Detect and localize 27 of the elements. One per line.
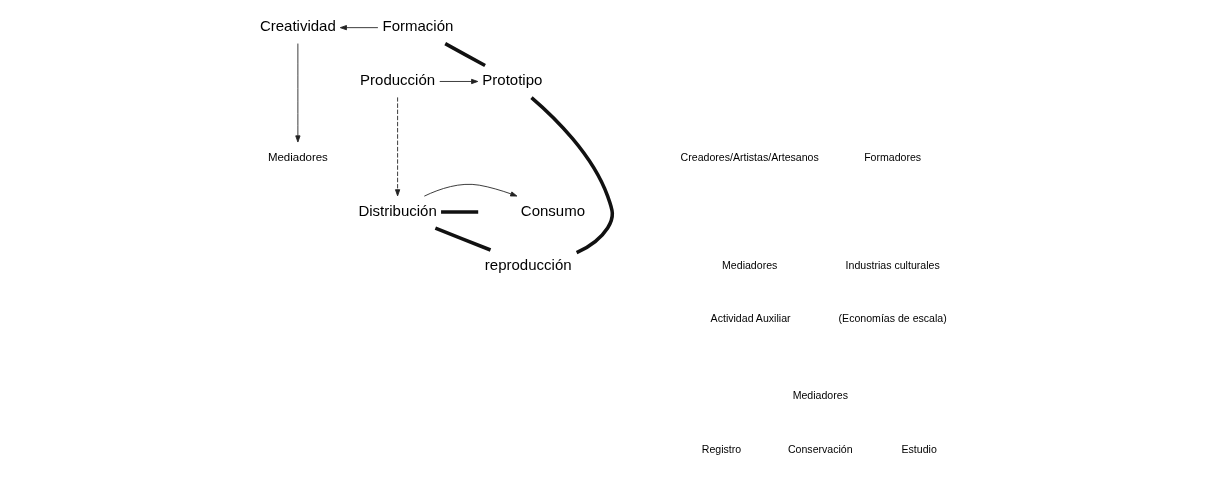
node-text: Prototipo [482,71,543,89]
label: Creadores/Artistas/Artesanos [680,150,819,163]
arrow [439,78,479,85]
connector [434,226,492,252]
label: Registro [701,443,742,456]
label: Actividad Auxiliar [710,312,791,325]
connector [444,42,486,68]
arrow [395,96,401,197]
arrow [339,25,379,31]
node-text: Consumo [520,201,586,219]
connector [441,210,479,214]
label: (Economías de escala) [838,312,947,325]
node-text: Mediadores [267,151,328,164]
connector [530,96,615,255]
node-text: reproducción [484,255,572,273]
node-text: Producción [360,71,436,89]
label: Industrias culturales [845,258,940,271]
label: Mediadores [722,258,778,271]
arrow [295,43,301,143]
label: Estudio [901,443,937,456]
node-text: Formación [382,17,454,35]
arrow [423,183,518,197]
label: Mediadores [792,389,848,402]
label: Formadores [864,150,922,163]
label: Conservación [787,443,853,456]
node-text: Creatividad [259,17,336,35]
node-text: Distribución [358,201,437,219]
